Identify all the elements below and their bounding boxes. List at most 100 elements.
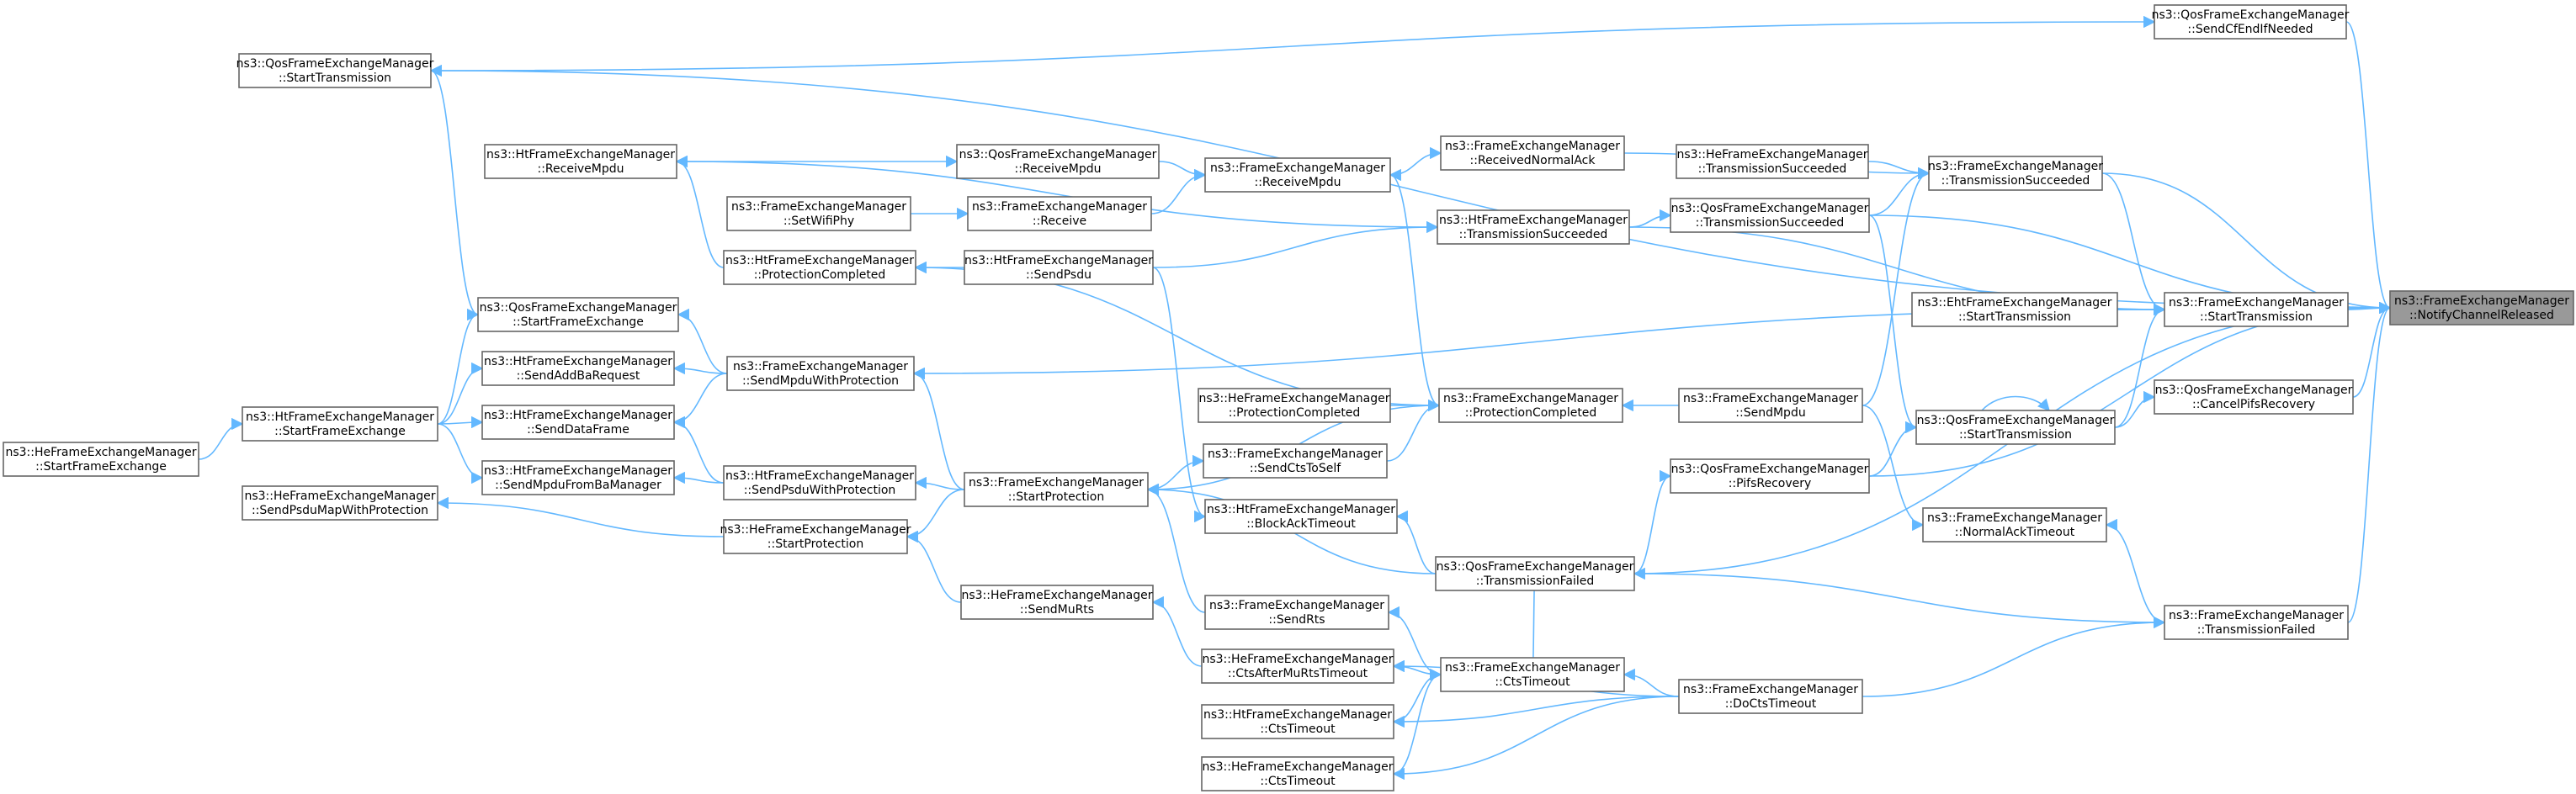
call-edge — [1151, 596, 1203, 667]
node-ht-sendpsduwp[interactable]: ns3::HtFrameExchangeManager::SendPsduWit… — [723, 465, 916, 500]
node-box — [1201, 756, 1394, 791]
node-method-label: ::TransmissionSucceeded — [1459, 228, 1608, 241]
node-class-label: ns3::HtFrameExchangeManager — [964, 254, 1153, 267]
node-ht-blockacktimeout[interactable]: ns3::HtFrameExchangeManager::BlockAckTim… — [1204, 499, 1398, 534]
node-box — [960, 585, 1154, 620]
node-class-label: ns3::FrameExchangeManager — [1927, 511, 2102, 525]
call-edge — [912, 367, 965, 490]
node-he-startfe[interactable]: ns3::HeFrameExchangeManager::StartFrameE… — [3, 442, 199, 477]
call-edge — [437, 416, 484, 429]
node-fem-startprot[interactable]: ns3::FrameExchangeManager::StartProtecti… — [964, 472, 1149, 507]
node-he-ctsaftermurts[interactable]: ns3::HeFrameExchangeManager::CtsAfterMuR… — [1201, 648, 1394, 684]
node-method-label: ::StartFrameExchange — [513, 315, 644, 329]
node-fem-protcompl[interactable]: ns3::FrameExchangeManager::ProtectionCom… — [1438, 388, 1623, 423]
node-method-label: ::CtsTimeout — [1260, 775, 1336, 788]
call-edge — [675, 155, 1438, 228]
node-fem-starttx[interactable]: ns3::FrameExchangeManager::StartTransmis… — [2164, 292, 2349, 327]
node-qos-sendcfend[interactable]: ns3::QosFrameExchangeManager::SendCfEndI… — [2152, 4, 2350, 40]
node-ht-sendmpdufromba[interactable]: ns3::HtFrameExchangeManager::SendMpduFro… — [481, 460, 675, 495]
node-box — [1915, 410, 2116, 445]
node-ht-receivempdu[interactable]: ns3::HtFrameExchangeManager::ReceiveMpdu — [484, 144, 677, 179]
node-he-sendpsdumapwp[interactable]: ns3::HeFrameExchangeManager::SendPsduMap… — [242, 485, 438, 521]
node-ht-ctstimeout[interactable]: ns3::HtFrameExchangeManager::CtsTimeout — [1201, 704, 1394, 739]
node-box — [1670, 198, 1870, 233]
node-class-label: ns3::FrameExchangeManager — [1445, 140, 1620, 153]
node-ht-sendpsdu[interactable]: ns3::HtFrameExchangeManager::SendPsdu — [964, 250, 1154, 285]
node-method-label: ::SendCfEndIfNeeded — [2187, 23, 2313, 36]
node-he-protcompl[interactable]: ns3::HeFrameExchangeManager::ProtectionC… — [1198, 388, 1391, 423]
node-box — [1678, 388, 1863, 423]
node-qos-receivempdu[interactable]: ns3::QosFrameExchangeManager::ReceiveMpd… — [956, 144, 1160, 179]
node-method-label: ::BlockAckTimeout — [1246, 517, 1356, 531]
node-class-label: ns3::HeFrameExchangeManager — [5, 446, 196, 459]
node-fem-doctstimeout[interactable]: ns3::FrameExchangeManager::DoCtsTimeout — [1678, 679, 1863, 714]
node-fem-setwifiphy[interactable]: ns3::FrameExchangeManager::SetWifiPhy — [726, 196, 911, 231]
node-fem-sendrts[interactable]: ns3::FrameExchangeManager::SendRts — [1204, 595, 1389, 630]
node-method-label: ::SendAddBaRequest — [517, 369, 640, 383]
node-box — [2154, 4, 2347, 40]
node-fem-sendmpduwp[interactable]: ns3::FrameExchangeManager::SendMpduWithP… — [726, 356, 915, 391]
node-class-label: ns3::QosFrameExchangeManager — [959, 148, 1157, 161]
node-class-label: ns3::HtFrameExchangeManager — [1439, 214, 1628, 227]
node-ht-sendaddba[interactable]: ns3::HtFrameExchangeManager::SendAddBaRe… — [481, 351, 675, 386]
node-box — [2164, 605, 2349, 640]
node-fem-sendmpdu[interactable]: ns3::FrameExchangeManager::SendMpdu — [1678, 388, 1863, 423]
node-qos-starttx2[interactable]: ns3::QosFrameExchangeManager::StartTrans… — [1915, 410, 2116, 445]
node-ht-txsucc[interactable]: ns3::HtFrameExchangeManager::Transmissio… — [1437, 209, 1630, 245]
node-class-label: ns3::FrameExchangeManager — [731, 200, 906, 214]
node-class-label: ns3::FrameExchangeManager — [2169, 296, 2344, 310]
node-fem-normalacktimeout[interactable]: ns3::FrameExchangeManager::NormalAckTime… — [1922, 507, 2107, 543]
node-method-label: ::TransmissionSucceeded — [1698, 162, 1847, 176]
node-notify[interactable]: ns3::FrameExchangeManager::NotifyChannel… — [2389, 290, 2574, 326]
node-he-ctstimeout[interactable]: ns3::HeFrameExchangeManager::CtsTimeout — [1201, 756, 1394, 791]
node-class-label: ns3::HtFrameExchangeManager — [725, 469, 914, 483]
node-qos-starttx[interactable]: ns3::QosFrameExchangeManager::StartTrans… — [236, 53, 434, 88]
node-he-sendmurts[interactable]: ns3::HeFrameExchangeManager::SendMuRts — [960, 585, 1154, 620]
node-fem-receivempdu[interactable]: ns3::FrameExchangeManager::ReceiveMpdu — [1204, 157, 1391, 193]
call-edge — [2352, 301, 2392, 398]
node-fem-sendctstoself[interactable]: ns3::FrameExchangeManager::SendCtsToSelf — [1203, 443, 1388, 479]
node-method-label: ::TransmissionSucceeded — [1941, 174, 2090, 188]
node-fem-recvnormalack[interactable]: ns3::FrameExchangeManager::ReceivedNorma… — [1440, 135, 1625, 171]
node-class-label: ns3::FrameExchangeManager — [2394, 294, 2569, 308]
node-method-label: ::SendMpdu — [1735, 406, 1805, 420]
node-qos-txsucc[interactable]: ns3::QosFrameExchangeManager::Transmissi… — [1670, 198, 1870, 233]
call-edge — [1392, 696, 1680, 728]
node-method-label: ::SendPsduWithProtection — [744, 484, 896, 497]
node-method-label: ::StartTransmission — [1959, 428, 2072, 442]
node-fem-ctstimeout[interactable]: ns3::FrameExchangeManager::CtsTimeout — [1440, 657, 1625, 692]
node-qos-pifs[interactable]: ns3::QosFrameExchangeManager::PifsRecove… — [1670, 458, 1870, 494]
node-ht-senddata[interactable]: ns3::HtFrameExchangeManager::SendDataFra… — [481, 405, 675, 440]
node-class-label: ns3::HeFrameExchangeManager — [1198, 392, 1389, 405]
node-class-label: ns3::EhtFrameExchangeManager — [1917, 296, 2111, 310]
node-fem-txfailed[interactable]: ns3::FrameExchangeManager::TransmissionF… — [2164, 605, 2349, 640]
node-he-startprot[interactable]: ns3::HeFrameExchangeManager::StartProtec… — [720, 519, 911, 554]
call-edge — [1862, 405, 1925, 532]
call-edge — [672, 471, 725, 484]
node-box — [1440, 135, 1625, 171]
node-class-label: ns3::HtFrameExchangeManager — [486, 148, 675, 161]
call-edge — [1387, 606, 1442, 675]
node-class-label: ns3::HeFrameExchangeManager — [720, 523, 911, 537]
node-method-label: ::NotifyChannelReleased — [2409, 309, 2554, 322]
call-edge — [1389, 146, 1442, 176]
call-edge — [672, 416, 725, 484]
node-box — [1203, 443, 1388, 479]
node-method-label: ::StartProtection — [1008, 490, 1104, 504]
node-fem-receive[interactable]: ns3::FrameExchangeManager::Receive — [967, 196, 1152, 231]
node-qos-startfe[interactable]: ns3::QosFrameExchangeManager::StartFrame… — [477, 297, 679, 332]
node-box — [481, 351, 675, 386]
node-qos-cancelpifs[interactable]: ns3::QosFrameExchangeManager::CancelPifs… — [2154, 379, 2354, 415]
node-ht-startfe[interactable]: ns3::HtFrameExchangeManager::StartFrameE… — [242, 406, 438, 442]
node-class-label: ns3::QosFrameExchangeManager — [2155, 384, 2353, 397]
node-qos-txfailed[interactable]: ns3::QosFrameExchangeManager::Transmissi… — [1435, 556, 1635, 591]
node-class-label: ns3::QosFrameExchangeManager — [1437, 560, 1634, 574]
node-he-txsucc[interactable]: ns3::HeFrameExchangeManager::Transmissio… — [1676, 144, 1869, 179]
node-box — [967, 196, 1152, 231]
node-fem-txsucc[interactable]: ns3::FrameExchangeManager::TransmissionS… — [1928, 156, 2103, 191]
node-ht-protcompl[interactable]: ns3::HtFrameExchangeManager::ProtectionC… — [723, 250, 916, 285]
call-edge — [914, 476, 965, 490]
node-box — [1911, 292, 2118, 327]
node-eht-starttx[interactable]: ns3::EhtFrameExchangeManager::StartTrans… — [1911, 292, 2118, 327]
node-method-label: ::StartTransmission — [2200, 310, 2313, 324]
